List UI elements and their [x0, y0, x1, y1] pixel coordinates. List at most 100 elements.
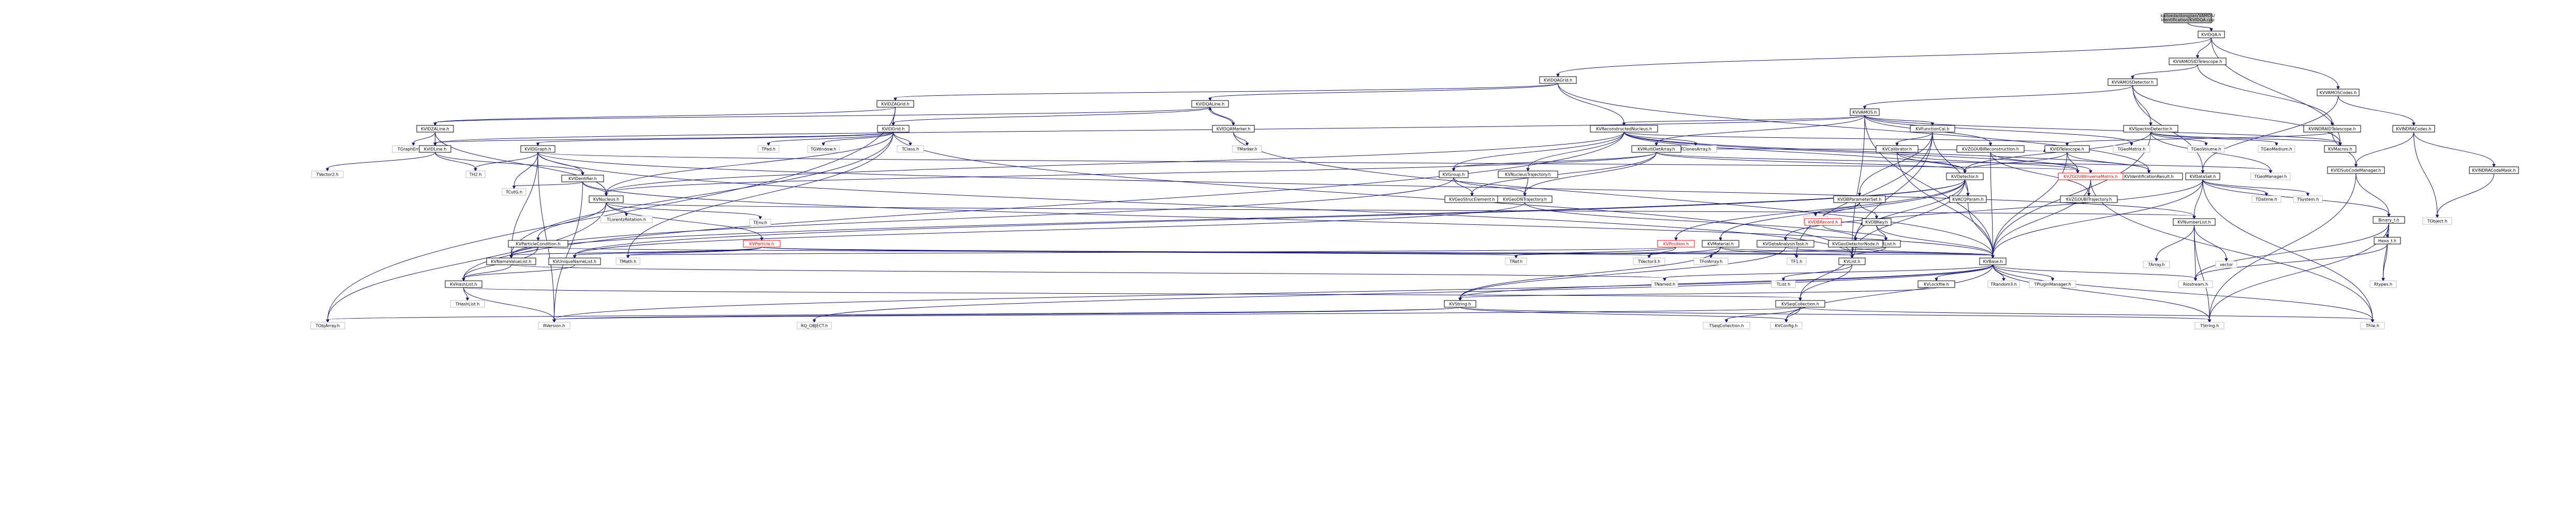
node-tenv-h[interactable]: TEnv.h [749, 219, 771, 226]
node-kvidline-h[interactable]: KVIDLine.h [419, 145, 451, 153]
node-kvidgraph-h[interactable]: KVIDGraph.h [520, 145, 555, 153]
node-kvidgrid-h[interactable]: KVIDGrid.h [877, 125, 910, 133]
edge-kvspectrodetector_h-to-tgeomedium_h [2150, 132, 2277, 144]
node-kvgroup-h[interactable]: KVGroup.h [1439, 170, 1469, 178]
node-kvnucleustrajectory-h[interactable]: KVNucleusTrajectory.h [1498, 170, 1558, 178]
node-binary-t-h[interactable]: Binary_t.h [2373, 216, 2405, 224]
node-tpluginmanager-h[interactable]: TPluginManager.h [2029, 280, 2076, 288]
node-tvector3-h[interactable]: TVector3.h [1633, 257, 1665, 265]
node-tdatime-h[interactable]: TDatime.h [2251, 195, 2281, 203]
node-tarray-h[interactable]: TArray.h [2143, 261, 2170, 268]
node-kvmaterial-h[interactable]: KVMaterial.h [1702, 240, 1739, 248]
node-tobject-h[interactable]: TObject.h [2422, 217, 2452, 225]
node-kvidqaline-h[interactable]: KVIDQALine.h [1191, 100, 1229, 108]
node-kvdataanalysistask-h[interactable]: KVDataAnalysisTask.h [1757, 240, 1814, 248]
node-kvfunctioncal-h[interactable]: KVFunctionCal.h [1910, 125, 1955, 133]
node-kvgeodetectornode-h[interactable]: KVGeoDetectorNode.h [1828, 240, 1883, 248]
node-label: KVCalibrator.h [1882, 147, 1912, 152]
node-th2-h[interactable]: TH2.h [465, 170, 486, 178]
node-root[interactable]: kaliveda/dongjian/VAMOS/Identification/K… [2161, 13, 2215, 23]
node-tfile-h[interactable]: TFile.h [2360, 322, 2385, 330]
node-tfolarray-h[interactable]: TFolArray.h [1693, 257, 1729, 265]
node-kvidqagrid-h[interactable]: KVIDQAGrid.h [1539, 76, 1577, 84]
node-tvector2-h[interactable]: TVector2.h [311, 170, 344, 178]
node-kvzgoubitrajectory-h[interactable]: KVZGOUBITrajectory.h [2060, 195, 2118, 203]
node-kvidqamarker-h[interactable]: KVIDQAMarker.h [1212, 125, 1255, 133]
node-kvbase-h[interactable]: KVBase.h [1979, 257, 2007, 265]
node-trandom3-h[interactable]: TRandom3.h [1987, 280, 2020, 288]
node-tref-h[interactable]: TRef.h [1505, 257, 1527, 265]
node-tmarker-h[interactable]: TMarker.h [1232, 145, 1262, 153]
node-tpad-h[interactable]: TPad.h [757, 145, 780, 153]
node-tf1-h[interactable]: TF1.h [1787, 257, 1807, 265]
node-tmath-h[interactable]: TMath.h [616, 257, 640, 265]
node-kvacqparam-h[interactable]: KVACQParam.h [1949, 195, 1987, 203]
node-kvposition-h[interactable]: KVPosition.h [1657, 240, 1695, 248]
node-kvnumberlist-h[interactable]: KVNumberList.h [2173, 218, 2216, 226]
node-tseqcollection-h[interactable]: TSeqCollection.h [1703, 322, 1750, 330]
node-kvidentificationresult-h[interactable]: KVIdentificationResult.h [2115, 173, 2183, 180]
node-kvnucleus-h[interactable]: KVNucleus.h [589, 195, 624, 203]
node-kvvamos-h[interactable]: KVVAMOS.h [1850, 108, 1880, 116]
node-kvreconstructednucleus-h[interactable]: KVReconstructedNucleus.h [1590, 125, 1658, 133]
node-kvgeodntrajectory-h[interactable]: KVGeoDNTrajectory.h [1497, 195, 1553, 203]
node-tnamed-h[interactable]: TNamed.h [1651, 280, 1678, 288]
node-kvgeostrucelement-h[interactable]: KVGeoStrucElement.h [1444, 195, 1500, 203]
node-kvidtelescope-h[interactable]: KVIDTelescope.h [2044, 145, 2090, 153]
node-kvindracodemask-h[interactable]: KVINDRACodeMask.h [2469, 166, 2519, 174]
node-label: TSeqCollection.h [1708, 324, 1744, 328]
node-tclonesarray-h[interactable]: TClonesArray.h [1674, 145, 1717, 153]
node-kvcalibrator-h[interactable]: KVCalibrator.h [1876, 145, 1919, 153]
node-kvdbparameterset-h[interactable]: KVDBParameterSet.h [1833, 195, 1886, 203]
node-kvuniquenamelist-h[interactable]: KVUniqueNameList.h [548, 257, 601, 265]
node-tsystem-h[interactable]: TSystem.h [2293, 195, 2323, 203]
node-kvzgoubireconstruction-h[interactable]: KVZGOUBIReconstruction.h [1956, 145, 2025, 153]
node-kvidsubcodemanager-h[interactable]: KVIDSubCodeManager.h [2327, 166, 2385, 174]
node-kvindraidtelescope-h[interactable]: KVINDRAIDTelescope.h [2303, 125, 2361, 133]
node-tgeomatrix-h[interactable]: TGeoMatrix.h [2113, 145, 2150, 153]
node-tgeomedium-h[interactable]: TGeoMedium.h [2258, 145, 2295, 153]
node-kvseqcollection-h[interactable]: KVSeqCollection.h [1775, 300, 1825, 308]
node-tgwindow-h[interactable]: TGWindow.h [807, 145, 840, 153]
node-kvvamosdetector-h[interactable]: KVVAMOSDetector.h [2107, 78, 2158, 86]
node-tlist-h[interactable]: TList.h [1771, 280, 1796, 288]
node-kvvamosidtelescope-h[interactable]: KVVAMOSIDTelescope.h [2169, 58, 2227, 65]
node-kvdetector-h[interactable]: KVDetector.h [1946, 173, 1984, 180]
node-kvindracodes-h[interactable]: KVINDRACodes.h [2392, 125, 2435, 133]
node-tclass-h[interactable]: TClass.h [897, 145, 924, 153]
node-kvlockfile-h[interactable]: KVLockfile.h [1918, 280, 1955, 288]
node-kvdataset-h[interactable]: KVDataSet.h [2185, 173, 2220, 180]
node-rq-object-h[interactable]: RQ_OBJECT.h [797, 322, 832, 330]
node-rversion-h[interactable]: RVersion.h [538, 322, 570, 330]
node-rtypes-h[interactable]: Rtypes.h [2369, 280, 2397, 288]
node-kvzgoubiinversematrix-h[interactable]: KVZGOUBIInverseMatrix.h [2058, 173, 2124, 180]
node-kvidzaline-h[interactable]: KVIDZALine.h [416, 125, 454, 133]
node-riostream-h[interactable]: Riostream.h [2178, 280, 2213, 288]
node-hexa-t-h[interactable]: Hexa_t.h [2374, 237, 2401, 245]
node-kvvamoscodes-h[interactable]: KVVAMOSCodes.h [2317, 89, 2360, 96]
node-tgeovolume-h[interactable]: TGeoVolume.h [2187, 145, 2225, 153]
node-kvparticle-h[interactable]: KVParticle.h [743, 240, 781, 248]
node-kvidentifier-h[interactable]: KVIDentifier.h [561, 175, 604, 182]
node-kvidzagrid-h[interactable]: KVIDZAGrid.h [876, 100, 914, 108]
node-kvconfig-h[interactable]: KVConfig.h [1770, 322, 1803, 330]
node-tlorentzrotation-h[interactable]: TLorentzRotation.h [600, 216, 653, 223]
node-thashlist-h[interactable]: THashList.h [450, 300, 485, 308]
node-vector[interactable]: vector [2215, 261, 2237, 268]
node-tstring-h[interactable]: TString.h [2194, 322, 2224, 330]
node-kvidqa-h[interactable]: KVIDQA.h [2198, 31, 2225, 38]
node-kvparticlecondition-h[interactable]: KVParticleCondition.h [508, 240, 568, 248]
node-kvlist-h[interactable]: KVList.h [1838, 257, 1866, 265]
node-tobjarray-h[interactable]: TObjArray.h [310, 322, 345, 330]
node-kvhashlist-h[interactable]: KVHashList.h [445, 280, 482, 288]
node-tgeomanager-h[interactable]: TGeoManager.h [2250, 173, 2291, 180]
node-kvstring-h[interactable]: KVString.h [1444, 300, 1476, 308]
node-kvnamevaluelist-h[interactable]: KVNameValueList.h [486, 257, 536, 265]
node-tcutg-h[interactable]: TCutG.h [502, 188, 526, 196]
node-kvmultidetarray-h[interactable]: KVMultiDetArray.h [1631, 145, 1681, 153]
node-kvdbkey-h[interactable]: KVDBKey.h [1862, 218, 1892, 226]
node-kvspectrodetector-h[interactable]: KVSpectroDetector.h [2123, 125, 2178, 133]
node-kvmacros-h[interactable]: KVMacros.h [2324, 145, 2357, 153]
node-kvdbrecord-h[interactable]: KVDBRecord.h [1804, 218, 1842, 226]
node-box [2469, 166, 2519, 174]
